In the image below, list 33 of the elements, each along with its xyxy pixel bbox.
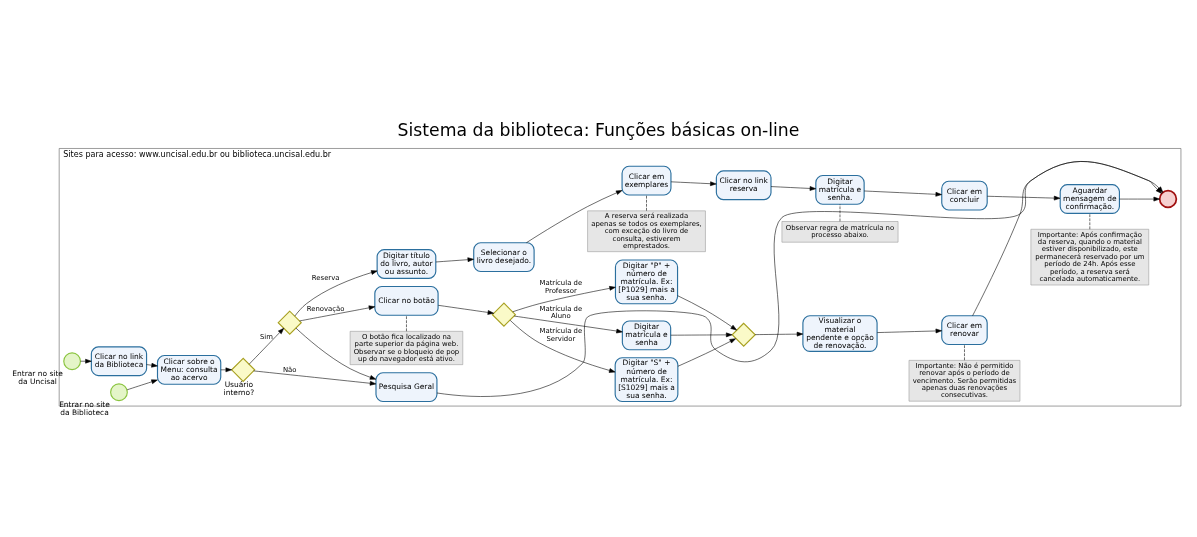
arrow	[295, 327, 377, 380]
arrow	[677, 295, 737, 331]
node-circle	[1158, 189, 1178, 209]
arrow	[299, 305, 376, 322]
arrow	[1119, 196, 1160, 202]
arrow	[863, 190, 942, 197]
arrow	[509, 320, 616, 373]
arrow	[770, 186, 817, 191]
arrow	[670, 332, 733, 338]
node-diamond	[230, 357, 256, 383]
arrow	[670, 181, 717, 186]
arrow	[526, 190, 623, 243]
arrow	[436, 161, 1162, 397]
arrow	[294, 270, 378, 317]
arrow	[126, 379, 158, 391]
node-circle	[63, 352, 82, 371]
arrow	[972, 161, 1164, 317]
arrow	[146, 362, 158, 368]
arrow	[253, 370, 377, 386]
arrow	[513, 315, 623, 334]
arrow	[986, 195, 1061, 201]
arrow	[80, 358, 92, 364]
arrow	[438, 305, 494, 315]
diagram-title: Sistema da biblioteca: Funções básicas on-line	[397, 120, 800, 141]
arrow	[435, 257, 474, 263]
arrow	[876, 328, 942, 334]
arrow	[512, 286, 616, 313]
node-circle	[110, 383, 128, 402]
node-diamond	[491, 302, 517, 327]
arrow	[220, 367, 232, 373]
arrow	[248, 328, 285, 365]
arrow	[677, 338, 736, 367]
arrow	[754, 331, 804, 337]
